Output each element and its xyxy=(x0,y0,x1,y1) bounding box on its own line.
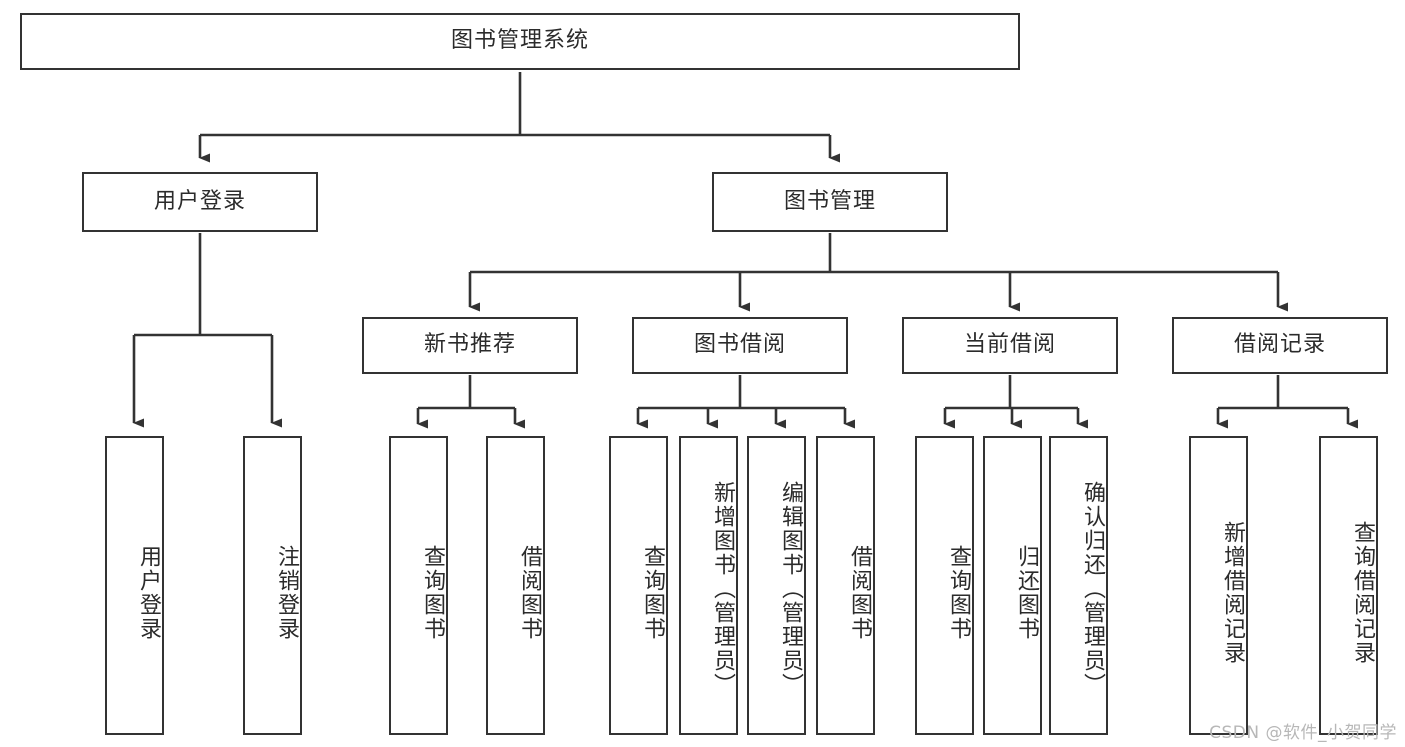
leaf-book-borrow-query-book[interactable]: 查询图书 xyxy=(609,436,668,735)
leaf-user-login-logout[interactable]: 注销登录 xyxy=(243,436,302,735)
leaf-new-book-borrow-book[interactable]: 借阅图书 xyxy=(486,436,545,735)
leaf-book-borrow-borrow-book[interactable]: 借阅图书 xyxy=(816,436,875,735)
node-new-book-recommend[interactable]: 新书推荐 xyxy=(362,317,578,374)
node-label: 查询图书 xyxy=(946,544,971,641)
leaf-current-borrow-confirm-return-admin[interactable]: 确认归还（管理员） xyxy=(1049,436,1108,735)
node-label: 图书管理 xyxy=(783,188,876,214)
node-label: 图书管理系统 xyxy=(450,28,589,54)
node-label: 借阅图书 xyxy=(847,544,872,641)
node-label: 查询图书 xyxy=(420,544,445,641)
node-label: 新增图书（管理员） xyxy=(710,480,735,697)
node-label: 用户登录 xyxy=(136,544,161,641)
leaf-book-borrow-add-book-admin[interactable]: 新增图书（管理员） xyxy=(679,436,738,735)
node-label: 归还图书 xyxy=(1014,544,1039,641)
node-label: 图书借阅 xyxy=(693,332,786,358)
node-label: 确认归还（管理员） xyxy=(1080,480,1105,697)
leaf-user-login-login[interactable]: 用户登录 xyxy=(105,436,164,735)
node-label: 查询图书 xyxy=(640,544,665,641)
node-book-borrow[interactable]: 图书借阅 xyxy=(632,317,848,374)
node-book-management[interactable]: 图书管理 xyxy=(712,172,948,232)
node-borrow-record[interactable]: 借阅记录 xyxy=(1172,317,1388,374)
leaf-current-borrow-return-book[interactable]: 归还图书 xyxy=(983,436,1042,735)
leaf-borrow-record-add-record[interactable]: 新增借阅记录 xyxy=(1189,436,1248,735)
leaf-new-book-query-book[interactable]: 查询图书 xyxy=(389,436,448,735)
node-label: 注销登录 xyxy=(274,544,299,641)
node-label: 查询借阅记录 xyxy=(1350,520,1375,665)
leaf-current-borrow-query-book[interactable]: 查询图书 xyxy=(915,436,974,735)
node-label: 用户登录 xyxy=(153,188,246,214)
node-root-book-management-system[interactable]: 图书管理系统 xyxy=(20,13,1020,70)
node-label: 新增借阅记录 xyxy=(1220,520,1245,665)
node-label: 新书推荐 xyxy=(423,332,516,358)
node-user-login[interactable]: 用户登录 xyxy=(82,172,318,232)
node-label: 当前借阅 xyxy=(963,332,1056,358)
node-label: 编辑图书（管理员） xyxy=(778,480,803,697)
node-label: 借阅图书 xyxy=(517,544,542,641)
leaf-book-borrow-edit-book-admin[interactable]: 编辑图书（管理员） xyxy=(747,436,806,735)
csdn-watermark: CSDN @软件_小贺同学 xyxy=(1209,723,1397,743)
node-current-borrow[interactable]: 当前借阅 xyxy=(902,317,1118,374)
node-label: 借阅记录 xyxy=(1233,332,1326,358)
leaf-borrow-record-query-record[interactable]: 查询借阅记录 xyxy=(1319,436,1378,735)
